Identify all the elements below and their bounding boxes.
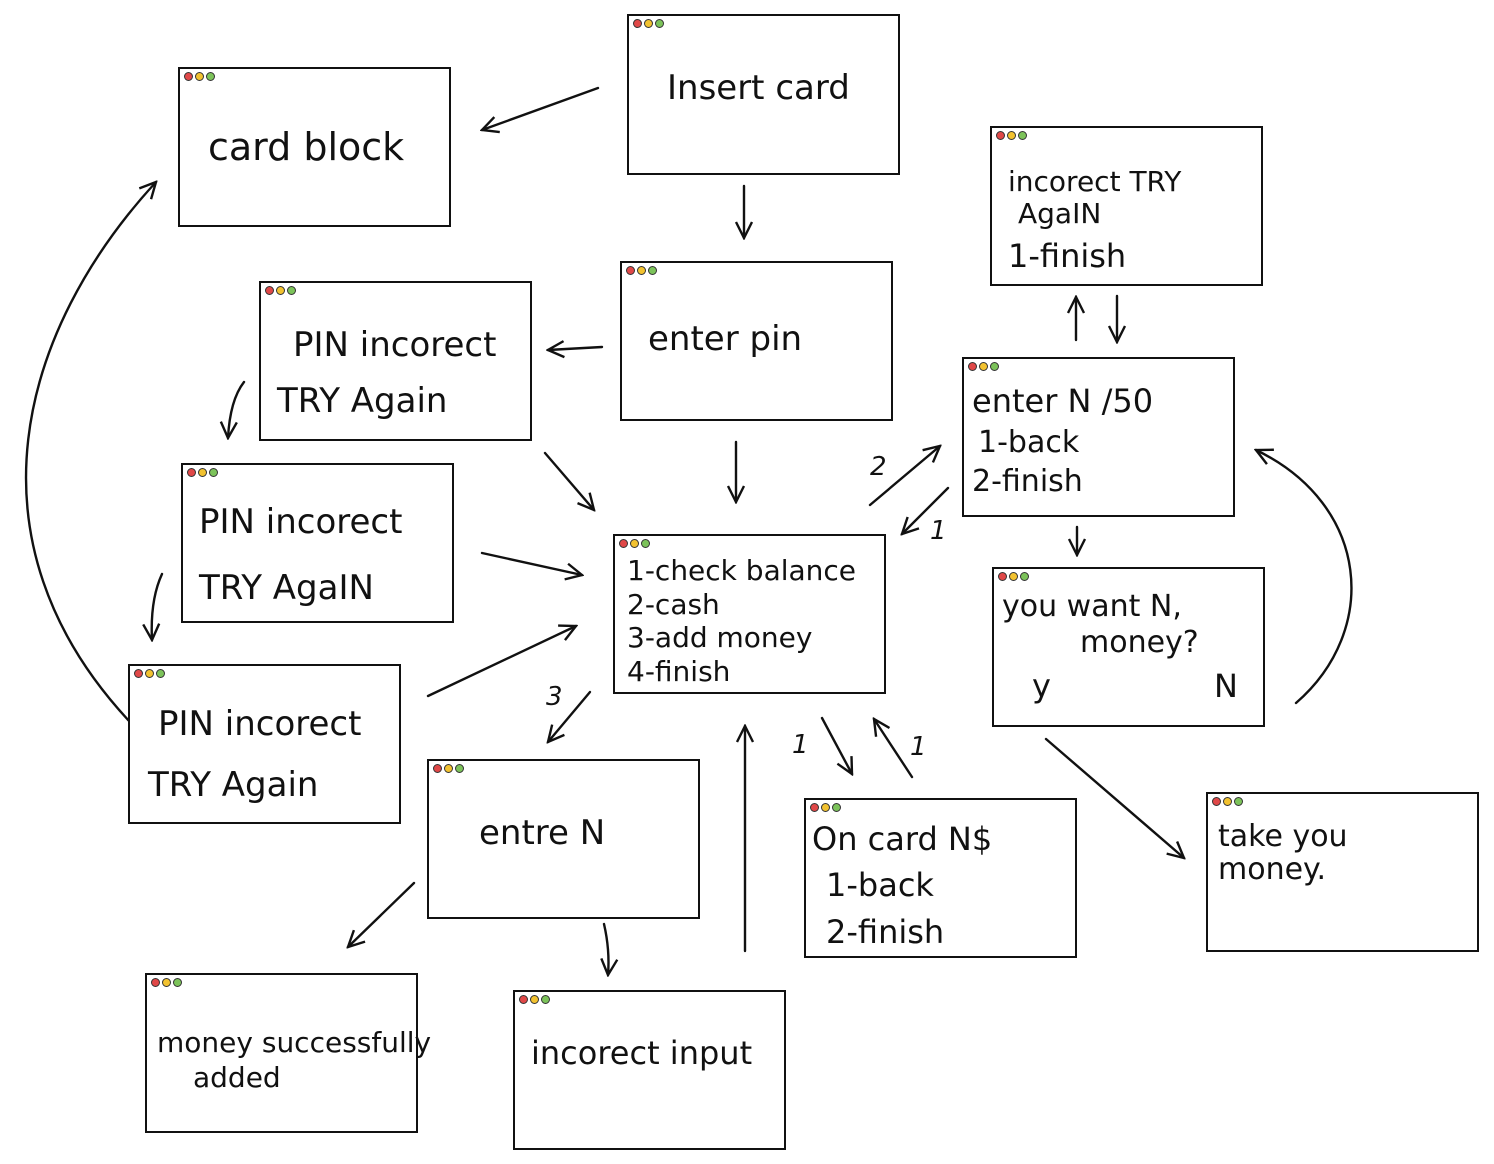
arrow-entern-to-incorrectinput (604, 922, 609, 975)
arrow-pin3-to-menu (426, 626, 576, 698)
screen-pin-incorrect-3: PIN incorect TRY Again (128, 664, 401, 824)
arrow-pin2-to-pin3 (152, 572, 164, 640)
window-controls (134, 669, 165, 678)
arrow-pin1-to-pin2 (228, 380, 246, 438)
screen-main-menu: 1-check balance 2-cash 3-add money 4-fin… (613, 534, 886, 694)
arrow-insert-to-cardblock (482, 86, 600, 130)
screen-take-money: take you money. (1206, 792, 1479, 952)
screen-pin-incorrect-2: PIN incorect TRY AgaIN (181, 463, 454, 623)
screen-insert-card: Insert card (627, 14, 900, 175)
screen-card-block: card block (178, 67, 451, 227)
menu-option-cash: 2-cash (627, 587, 720, 621)
arrow-oncard-to-menu (874, 719, 914, 779)
window-controls (998, 572, 1029, 581)
screen-text: Insert card (667, 68, 850, 108)
screen-on-card-balance: On card N$ 1-back 2-finish (804, 798, 1077, 958)
arrow-enterpin-to-pinincorrect1 (548, 347, 604, 350)
screen-text: money successfully added (157, 1026, 432, 1094)
menu-option-add-money: 3-add money (627, 621, 813, 655)
arrow-pin3-to-cardblock (24, 182, 156, 724)
window-controls (1212, 797, 1243, 806)
window-controls (519, 995, 550, 1004)
edge-label-on-card-back: 1 (910, 732, 927, 762)
screen-text: 1-check balance 2-cash 3-add money 4-fin… (627, 554, 856, 688)
arrow-menu-to-oncard (820, 716, 852, 774)
window-controls (633, 19, 664, 28)
screen-enter-n-50: enter N /50 1-back 2-finish (962, 357, 1235, 517)
edge-label-check-balance: 1 (792, 730, 809, 760)
edge-label-cash: 2 (870, 452, 887, 482)
arrow-menu-to-entern50 (868, 446, 940, 507)
screen-you-want-money: you want N, money? y N (992, 567, 1265, 727)
window-controls (433, 764, 464, 773)
screen-text: PIN incorect TRY Again (148, 704, 362, 806)
screen-text: card block (208, 125, 405, 169)
screen-incorrect-input: incorect input (513, 990, 786, 1150)
window-controls (996, 131, 1027, 140)
arrow-entern-to-moneyadded (348, 881, 416, 947)
screen-text: enter pin (648, 319, 803, 359)
screen-text: you want N, money? (1002, 589, 1199, 660)
screen-money-added: money successfully added (145, 973, 431, 1133)
window-controls (184, 72, 215, 81)
screen-text: take you money. (1218, 819, 1348, 887)
screen-enter-n: entre N (427, 759, 700, 919)
arrow-entern50-to-menu (902, 486, 950, 534)
menu-option-check-balance: 1-check balance (627, 554, 857, 587)
option-no: N (1214, 667, 1238, 705)
screen-text: entre N (479, 813, 606, 853)
window-controls (187, 468, 218, 477)
arrow-menu-to-entern (548, 690, 592, 742)
window-controls (626, 266, 657, 275)
window-controls (810, 803, 841, 812)
screen-text: enter N /50 1-back 2-finish (972, 382, 1154, 499)
screen-pin-incorrect-1: PIN incorect TRY Again (259, 281, 532, 441)
screen-text: incorect TRY AgaIN 1-finish (1008, 165, 1182, 276)
screen-text: incorect input (531, 1034, 753, 1072)
screen-text: PIN incorect TRY AgaIN (199, 502, 403, 609)
arrow-pin1-to-menu (543, 451, 594, 510)
edge-label-back: 1 (930, 516, 947, 546)
screen-text: PIN incorect TRY Again (277, 325, 497, 422)
arrow-youwant-to-takemoney (1044, 737, 1184, 858)
window-controls (968, 362, 999, 371)
screen-enter-pin: enter pin (620, 261, 893, 421)
arrow-pin2-to-menu (480, 551, 582, 575)
edge-label-add-money: 3 (546, 682, 563, 712)
arrow-youwant-to-entern50 (1256, 450, 1353, 705)
screen-incorrect-try-again: incorect TRY AgaIN 1-finish (990, 126, 1263, 286)
menu-option-finish: 4-finish (627, 654, 731, 688)
option-yes: y (1032, 667, 1051, 705)
screen-text: On card N$ 1-back 2-finish (812, 820, 993, 951)
window-controls (619, 539, 650, 548)
window-controls (265, 286, 296, 295)
window-controls (151, 978, 182, 987)
